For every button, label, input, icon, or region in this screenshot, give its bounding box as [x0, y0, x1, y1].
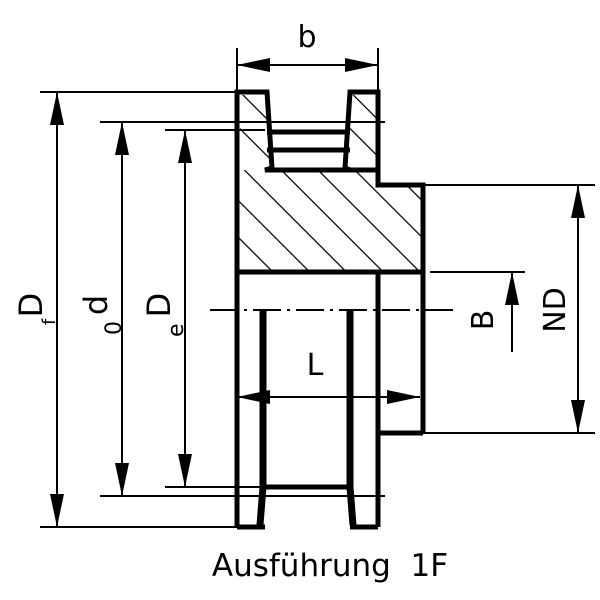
label-B: B: [466, 310, 501, 331]
hatched-section: [234, 89, 426, 275]
dimension-ND: [571, 185, 585, 433]
label-L: L: [307, 348, 324, 383]
label-ND: ND: [538, 287, 573, 333]
dimension-De: [178, 130, 192, 487]
caption: Ausführung 1F: [212, 548, 448, 584]
dimension-Df: [50, 92, 64, 527]
label-De-subscript: e: [164, 323, 189, 337]
label-Df: D: [12, 293, 50, 318]
label-d0-subscript: 0: [102, 321, 127, 335]
label-De: D: [140, 293, 178, 318]
label-b: b: [297, 20, 316, 55]
dimension-b: [237, 58, 378, 72]
label-d0: d: [77, 295, 115, 315]
dimension-B: [505, 272, 519, 352]
dimension-L: [237, 390, 420, 404]
label-Df-subscript: f: [39, 318, 60, 325]
dimension-d0: [115, 122, 129, 496]
